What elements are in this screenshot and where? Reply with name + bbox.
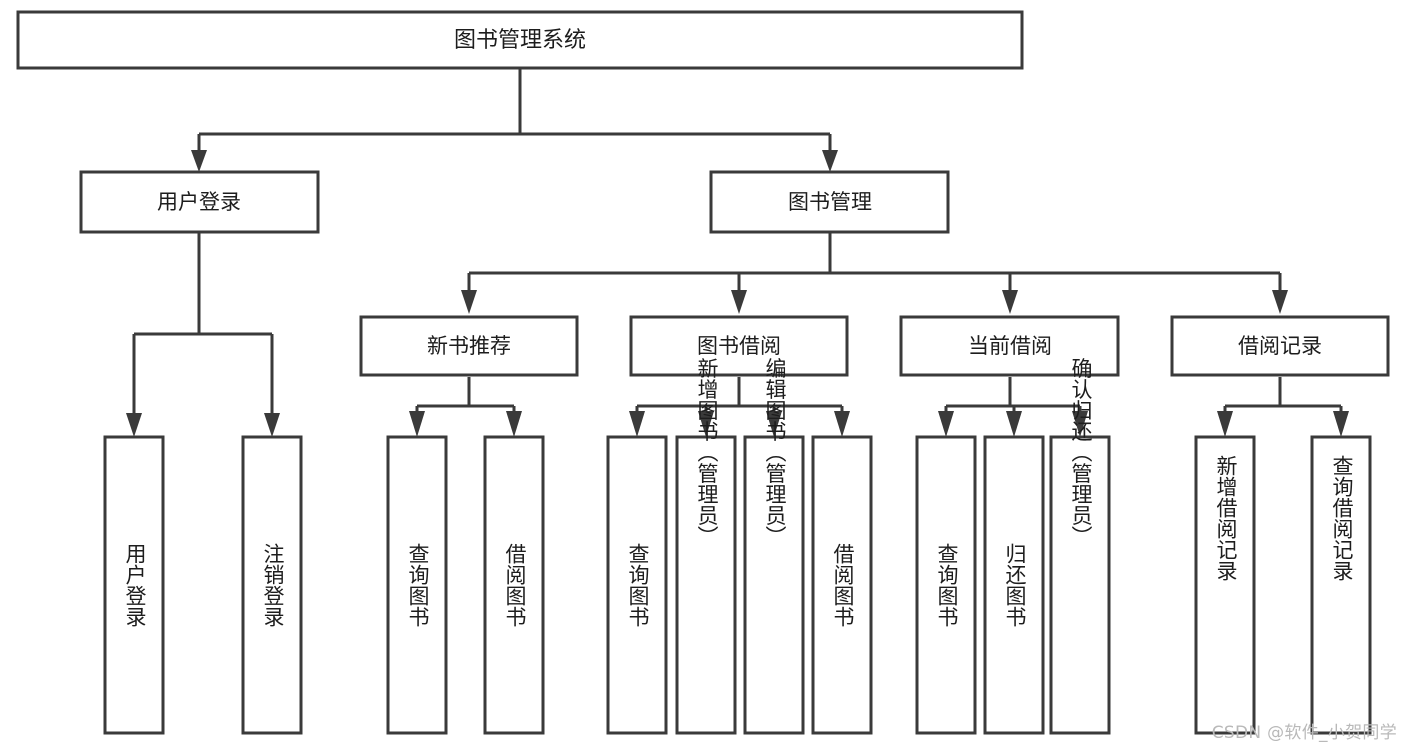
node-leaf-query-book-2-label: 查询图书 [626,543,650,627]
node-leaf-return-book-label: 归还图书 [1003,543,1027,627]
node-leaf-edit-book-box[interactable] [743,435,805,735]
node-leaf-edit-book[interactable]: 编辑图书（管理员） [743,358,805,735]
node-leaf-borrow-book-2[interactable]: 借阅图书 [811,435,873,735]
node-root-label: 图书管理系统 [454,28,586,53]
arrowhead-leaf-add-book [698,411,714,437]
node-leaf-query-record-label: 查询借阅记录 [1330,455,1354,581]
node-leaf-query-book-1-box[interactable] [386,435,448,735]
node-leaf-logout-login[interactable]: 注销登录 [241,435,303,735]
node-leaf-query-book-3-box[interactable] [915,435,977,735]
node-root-box[interactable] [16,10,1024,70]
node-user-login-label: 用户登录 [157,190,241,214]
node-leaf-return-book-box[interactable] [983,435,1045,735]
arrowhead-leaf-edit-book [766,411,782,437]
node-borrow-record-label: 借阅记录 [1238,334,1322,358]
node-leaf-confirm-return-label: 确认归还（管理员） [1069,358,1093,547]
node-leaf-confirm-return-box[interactable] [1049,435,1111,735]
node-leaf-borrow-book-1-box[interactable] [483,435,545,735]
node-book-management[interactable]: 图书管理 [709,170,950,234]
arrowhead-leaf-borrow-book-2 [834,411,850,437]
node-borrow-record[interactable]: 借阅记录 [1170,315,1390,377]
node-leaf-user-login-box[interactable] [103,435,165,735]
arrowhead-leaf-query-record [1333,411,1349,437]
node-current-borrow-box[interactable] [899,315,1120,377]
node-leaf-query-record-box[interactable] [1310,435,1372,735]
arrowhead-borrow-record [1272,290,1288,314]
node-leaf-logout-login-box[interactable] [241,435,303,735]
node-leaf-confirm-return[interactable]: 确认归还（管理员） [1049,358,1111,735]
node-leaf-add-book[interactable]: 新增图书（管理员） [675,358,737,735]
node-leaf-borrow-book-2-box[interactable] [811,435,873,735]
node-book-borrow-box[interactable] [629,315,849,377]
node-leaf-add-record-box[interactable] [1194,435,1256,735]
node-leaf-edit-book-label: 编辑图书（管理员） [763,358,787,547]
arrowhead-leaf-return-book [1006,411,1022,437]
node-leaf-add-book-label: 新增图书（管理员） [695,358,719,547]
node-leaf-add-record-label: 新增借阅记录 [1214,455,1238,581]
arrowhead-leaf-confirm-return [1072,411,1088,437]
node-leaf-query-book-1-label: 查询图书 [406,543,430,627]
node-leaf-query-record[interactable]: 查询借阅记录 [1310,435,1372,735]
arrowhead-book-management [822,150,838,172]
node-new-book-recommend-box[interactable] [359,315,579,377]
node-leaf-add-book-box[interactable] [675,435,737,735]
node-book-borrow[interactable]: 图书借阅 [629,315,849,377]
node-book-borrow-label: 图书借阅 [697,334,781,358]
arrowhead-leaf-query-book-1 [409,411,425,437]
node-leaf-user-login-label: 用户登录 [123,543,147,627]
node-new-book-recommend-label: 新书推荐 [427,334,511,358]
node-leaf-query-book-1[interactable]: 查询图书 [386,435,448,735]
node-leaf-query-book-3-label: 查询图书 [935,543,959,627]
node-leaf-user-login[interactable]: 用户登录 [103,435,165,735]
node-root[interactable]: 图书管理系统 [16,10,1024,70]
node-borrow-record-box[interactable] [1170,315,1390,377]
node-book-management-box[interactable] [709,170,950,234]
arrowhead-current-borrow [1002,290,1018,314]
node-leaf-logout-login-label: 注销登录 [261,543,285,627]
node-user-login-box[interactable] [79,170,320,234]
node-book-management-label: 图书管理 [788,190,872,214]
arrowhead-leaf-user-login [126,413,142,437]
node-leaf-borrow-book-2-label: 借阅图书 [831,543,855,627]
arrowhead-leaf-query-book-2 [629,411,645,437]
node-new-book-recommend[interactable]: 新书推荐 [359,315,579,377]
edge-group [126,68,1349,437]
csdn-watermark: CSDN @软件_小贺同学 [1211,723,1397,743]
node-leaf-query-book-3[interactable]: 查询图书 [915,435,977,735]
arrowhead-leaf-borrow-book-1 [506,411,522,437]
node-leaf-return-book[interactable]: 归还图书 [983,435,1045,735]
node-leaf-add-record[interactable]: 新增借阅记录 [1194,435,1256,735]
arrowhead-user-login [191,150,207,172]
node-user-login[interactable]: 用户登录 [79,170,320,234]
arrowhead-new-book-recommend [461,290,477,314]
node-leaf-query-book-2-box[interactable] [606,435,668,735]
node-current-borrow-label: 当前借阅 [968,334,1052,358]
arrowhead-leaf-add-record [1217,411,1233,437]
node-leaf-query-book-2[interactable]: 查询图书 [606,435,668,735]
node-leaf-borrow-book-1[interactable]: 借阅图书 [483,435,545,735]
node-leaf-borrow-book-1-label: 借阅图书 [503,543,527,627]
arrowhead-book-borrow [731,290,747,314]
node-current-borrow[interactable]: 当前借阅 [899,315,1120,377]
arrowhead-leaf-logout-login [264,413,280,437]
arrowhead-leaf-query-book-3 [938,411,954,437]
